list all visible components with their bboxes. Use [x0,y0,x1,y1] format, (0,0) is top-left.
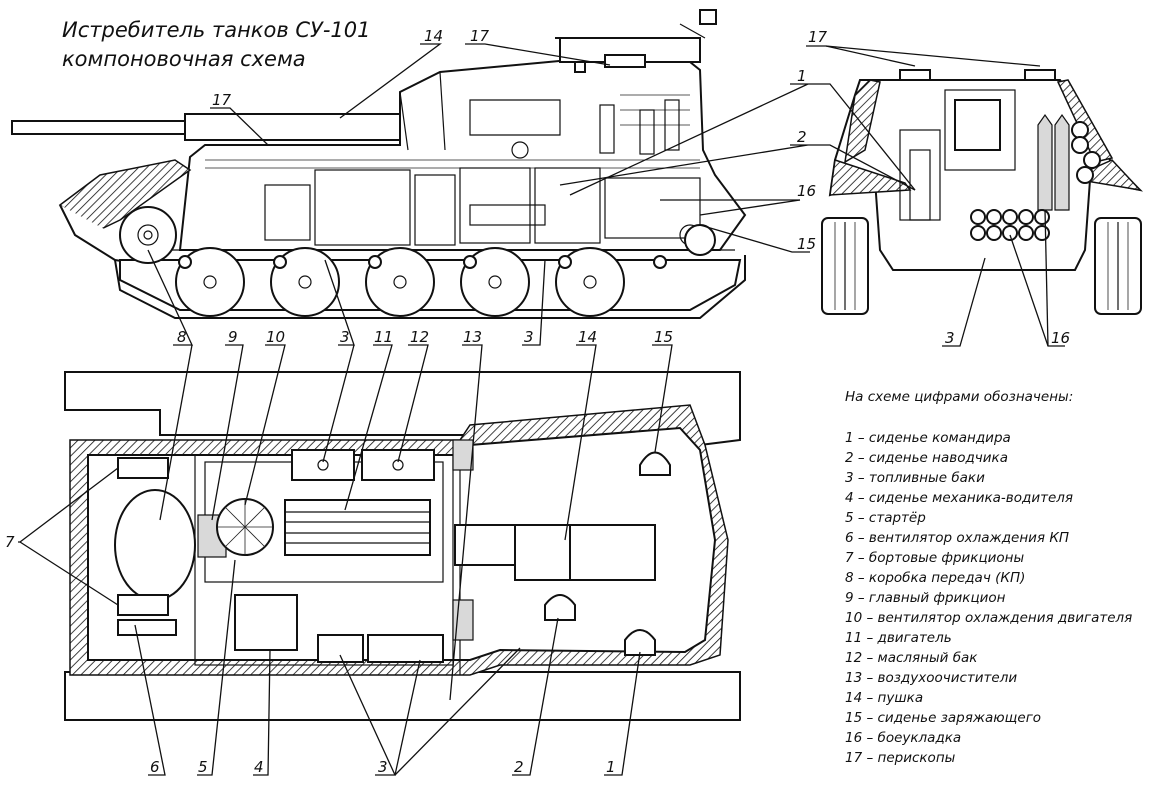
legend-item: 10 – вентилятор охлаждения двигателя [845,610,1132,626]
legend-item: 2 – сиденье наводчика [845,450,1008,466]
legend-item: 6 – вентилятор охлаждения КП [845,530,1069,546]
gun-barrel [11,113,426,141]
callout-10: 10 [266,328,285,346]
front-view: 17 3 16 [806,28,1144,347]
transmission [114,457,196,636]
callout-2-side: 2 [797,128,807,146]
legend-item: 13 – воздухоочистители [845,670,1017,686]
callout-7: 7 [5,533,15,551]
callout-3-mid-right: 3 [524,328,534,346]
callout-6: 6 [150,758,160,776]
legend-item: 9 – главный фрикцион [845,590,1006,606]
callout-17-side-rear: 17 [212,91,232,109]
diagram-title-line2: компоновочная схема [62,47,306,71]
callout-5: 5 [198,758,208,776]
legend-item: 1 – сиденье командира [845,430,1011,446]
callout-8: 8 [177,328,187,346]
front-view-callouts: 17 3 16 [806,28,1070,347]
legend-item: 4 – сиденье механика-водителя [845,490,1073,506]
legend-item: 3 – топливные баки [845,470,985,486]
commander-cupola [555,9,717,73]
ammo-rack-front-view [970,209,1050,241]
callout-14-side: 14 [424,27,443,45]
legend-item: 16 – боеукладка [845,730,961,746]
mid-callouts: 8 9 10 3 11 12 13 3 14 15 [147,249,673,701]
legend-item: 8 – коробка передач (КП) [845,570,1025,586]
idler-wheel [684,224,716,256]
callout-17-front: 17 [808,28,828,46]
callout-3-mid-left: 3 [340,328,350,346]
callout-16-front: 16 [1051,329,1070,347]
callout-3-top: 3 [378,758,388,776]
callout-15-side: 15 [797,235,816,253]
legend-item: 11 – двигатель [845,630,952,646]
side-view: 14 17 17 1 2 16 15 [11,9,816,319]
legend-item: 14 – пушка [845,690,923,706]
callout-3-front: 3 [945,329,955,347]
callout-1-top: 1 [606,758,616,776]
casemate [178,58,747,251]
legend-item: 5 – стартёр [845,510,926,526]
legend-item: 7 – бортовые фрикционы [845,550,1024,566]
engine [284,499,431,556]
legend-item: 15 – сиденье заряжающего [845,710,1041,726]
callout-11: 11 [374,328,393,346]
callout-9: 9 [228,328,238,346]
callout-2-top: 2 [514,758,524,776]
track-assembly [114,206,746,319]
legend-item: 17 – перископы [845,750,956,766]
callout-12: 12 [410,328,429,346]
diagram-title-line1: Истребитель танков СУ-101 [62,18,371,42]
top-view: 7 6 5 4 3 2 1 [5,371,741,776]
callout-16-side: 16 [797,182,816,200]
legend: На схеме цифрами обозначены: 1 – сиденье… [845,389,1132,766]
callout-15-top: 15 [654,328,673,346]
legend-heading: На схеме цифрами обозначены: [845,389,1073,405]
road-wheels [175,247,625,317]
callout-13: 13 [463,328,482,346]
callout-4: 4 [254,758,264,776]
drive-sprocket [119,206,177,264]
side-view-callouts: 14 17 17 1 2 16 15 [210,27,816,253]
callout-1-side: 1 [797,67,807,85]
rear-hull [58,159,192,271]
callout-17-side-front: 17 [470,27,490,45]
top-view-callouts: 7 6 5 4 3 2 1 [5,467,641,776]
legend-item: 12 – масляный бак [845,650,978,666]
callout-14-top: 14 [578,328,597,346]
